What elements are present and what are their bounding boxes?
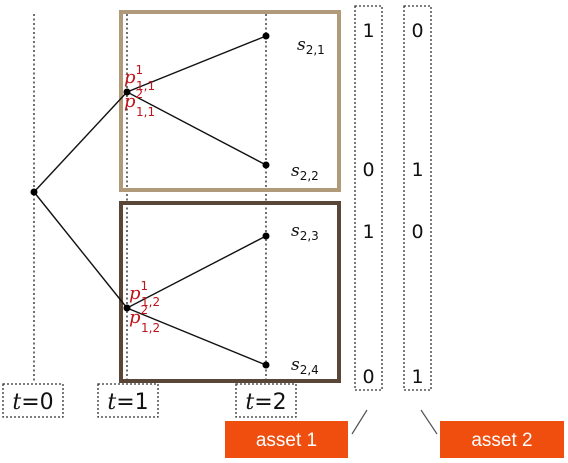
branch-upper-to-s21: [126, 35, 267, 93]
tree-nodes: [30, 32, 270, 369]
branch-root-to-lower: [33, 191, 128, 309]
upper-subtree-box: [119, 10, 341, 192]
state-label-s21: s2,1: [297, 35, 325, 57]
prob-label-lower-1-sub: 1,2: [141, 295, 160, 309]
tree-branches: [33, 35, 267, 366]
prob-label-upper-2-sub: 1,1: [136, 105, 155, 119]
node-s24: [262, 361, 270, 369]
asset-2-payoff-s24: 1: [411, 366, 423, 388]
prob-label-lower-2-sub: 1,2: [141, 321, 160, 335]
asset-1-payoff-s21: 1: [362, 20, 374, 42]
prob-label-lower-1: p1: [129, 279, 148, 304]
node-root: [30, 188, 38, 196]
state-label-s22: s2,2: [291, 161, 319, 183]
node-s21: [262, 32, 270, 40]
time-label-box-t1: [97, 383, 159, 418]
prob-label-upper-1-sub: 1,1: [136, 79, 155, 93]
node-upper: [123, 88, 131, 96]
branch-upper-to-s22: [126, 91, 267, 166]
time-label-t0: t=0: [12, 390, 53, 415]
asset-1-label: asset 1: [256, 430, 317, 451]
node-s23: [262, 232, 270, 240]
node-s22: [262, 161, 270, 169]
prob-label-lower-2: p2: [129, 303, 148, 328]
asset-1-label-box: [225, 421, 348, 458]
asset-1-payoff-column: [354, 5, 383, 391]
asset-2-connector: [420, 409, 438, 435]
prob-label-upper-1: p1: [124, 63, 143, 88]
asset-1-payoff-s23: 1: [362, 221, 374, 243]
asset-2-payoff-s23: 0: [411, 221, 423, 243]
time-label-t1: t=1: [107, 390, 148, 415]
asset-1-payoff-s22: 0: [362, 159, 374, 181]
state-label-s23: s2,3: [291, 221, 319, 243]
branch-root-to-upper: [33, 91, 128, 193]
asset-2-label-box: [440, 421, 564, 458]
branch-lower-to-s23: [126, 235, 267, 309]
asset-2-label: asset 2: [471, 430, 532, 451]
asset-2-payoff-column: [403, 5, 432, 391]
asset-2-payoff-s22: 1: [411, 159, 423, 181]
time-label-box-t2: [235, 383, 297, 418]
time-label-box-t0: [2, 383, 64, 418]
prob-label-upper-2: p2: [124, 87, 143, 112]
asset-2-payoff-s21: 0: [411, 20, 423, 42]
time-label-t2: t=2: [245, 390, 286, 415]
asset-1-connector: [351, 409, 368, 435]
node-lower: [123, 304, 131, 312]
state-label-s24: s2,4: [291, 355, 319, 377]
branch-lower-to-s24: [126, 307, 267, 366]
lower-subtree-box: [119, 201, 341, 383]
asset-1-payoff-s24: 0: [362, 366, 374, 388]
